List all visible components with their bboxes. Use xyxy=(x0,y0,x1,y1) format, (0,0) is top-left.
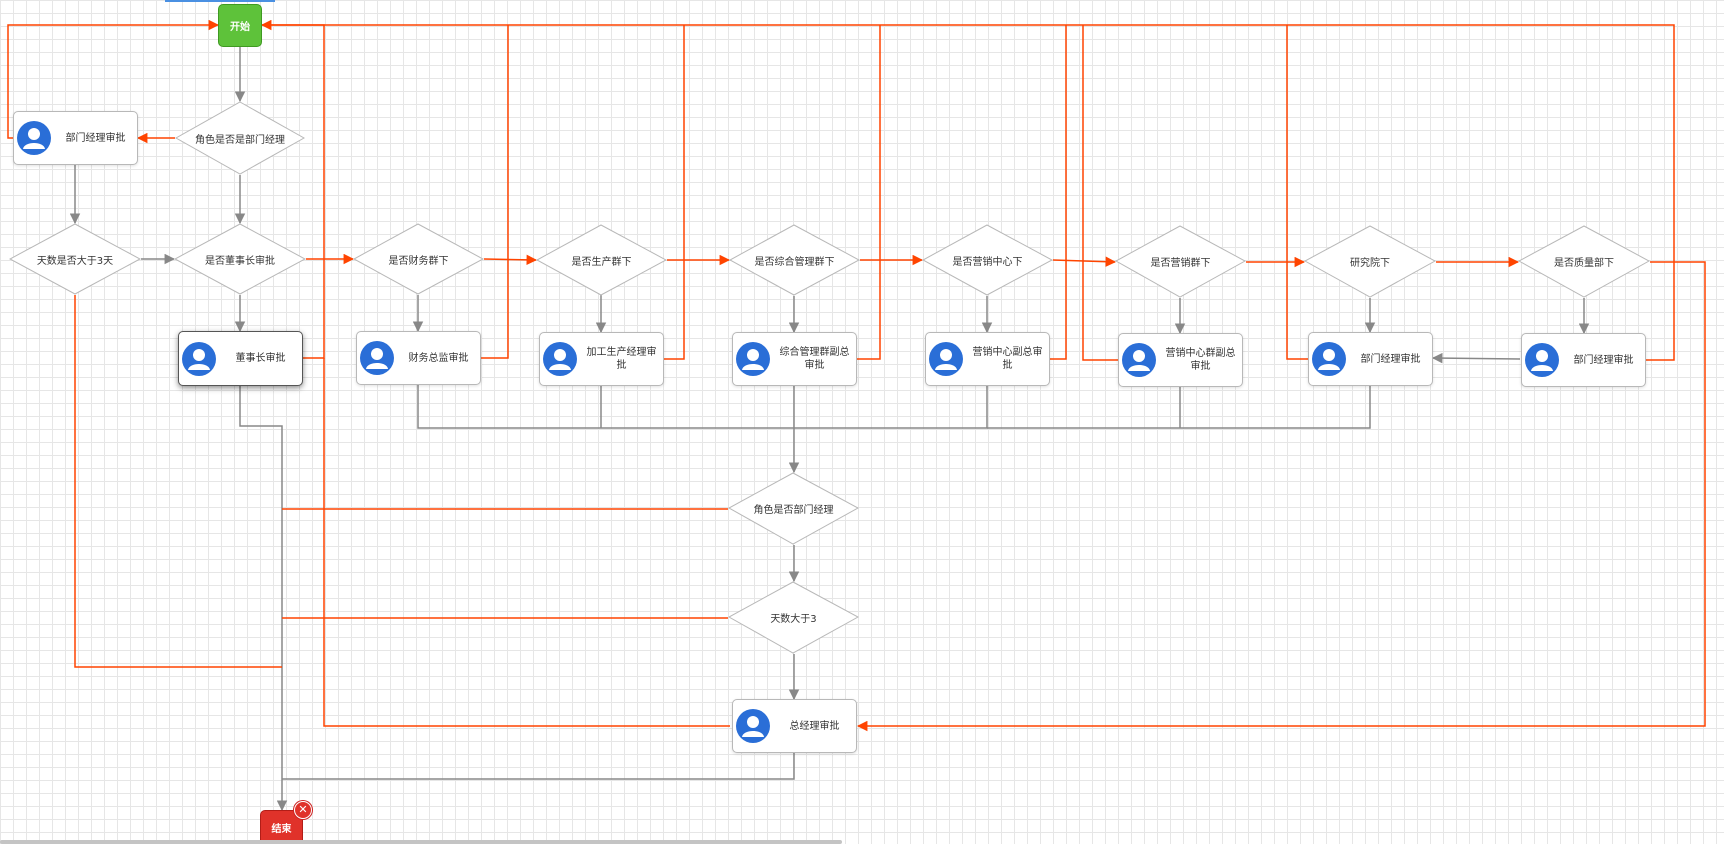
diamond-shape xyxy=(174,223,306,295)
gateway-label: 是否生产群下 xyxy=(571,256,632,268)
edge-cfo-back-to-start[interactable] xyxy=(481,25,509,359)
task-label: 部门经理审批 xyxy=(1360,353,1421,365)
gateway-days-gt3-top[interactable]: 天数是否大于3天 xyxy=(9,223,141,295)
gateway-is-rd[interactable]: 研究院下 xyxy=(1304,225,1436,298)
user-avatar-icon xyxy=(1122,343,1156,377)
end-label: 结束 xyxy=(271,823,292,835)
gateway-label: 是否质量部下 xyxy=(1554,258,1614,269)
reject-edges xyxy=(7,19,1706,732)
edge-marketing-back-to-start[interactable] xyxy=(1082,25,1118,361)
edge-dept-mgr-back-to-start[interactable] xyxy=(7,19,220,139)
edge-production-back-to-start[interactable] xyxy=(664,25,685,360)
user-avatar-icon xyxy=(182,341,216,376)
diamond-shape xyxy=(536,224,667,296)
gateway-label: 研究院下 xyxy=(1350,258,1390,269)
start-label: 开始 xyxy=(230,22,250,33)
diamond-shape xyxy=(729,224,860,296)
edge-is-finance-to-is-production[interactable] xyxy=(483,254,538,266)
edge-cfo-merge[interactable] xyxy=(417,385,794,429)
diamond-shape xyxy=(728,472,859,545)
edge-qa-to-rd[interactable] xyxy=(1431,352,1521,364)
edge-gm-to-end[interactable] xyxy=(282,753,795,780)
task-dept-mgr-rd[interactable]: 部门经理审批 xyxy=(1308,332,1433,386)
horizontal-scrollbar[interactable] xyxy=(0,840,842,844)
task-label: 加工生产经理审批 xyxy=(586,347,657,371)
gateway-days-gt3-mid[interactable]: 天数大于3 xyxy=(728,581,859,654)
user-avatar-icon xyxy=(17,121,51,155)
edge-is-mc-to-is-marketing[interactable] xyxy=(1052,256,1117,267)
diamond-shape xyxy=(1518,225,1650,298)
task-marketing-center[interactable]: 营销中心副总审批 xyxy=(925,332,1050,386)
diamond-shape xyxy=(728,581,859,654)
edge-rd-merge[interactable] xyxy=(987,386,1371,429)
gateway-is-marketing[interactable]: 是否营销群下 xyxy=(1115,225,1246,298)
diamond-shape xyxy=(922,224,1053,296)
edge-is-qa-to-gm[interactable] xyxy=(856,261,1706,732)
task-label: 综合管理群副总审批 xyxy=(779,347,850,371)
edge-chairman-to-end[interactable] xyxy=(239,386,288,812)
task-label: 董事长审批 xyxy=(235,353,286,364)
gateway-label: 角色是否部门经理 xyxy=(753,505,834,516)
gateway-is-finance[interactable]: 是否财务群下 xyxy=(353,223,484,295)
user-avatar-icon xyxy=(1525,343,1559,377)
gateway-is-dept-mgr-mid[interactable]: 角色是否部门经理 xyxy=(728,472,859,545)
edge-chairman-back-to-start[interactable] xyxy=(260,19,325,359)
task-admin-vp[interactable]: 综合管理群副总审批 xyxy=(732,332,857,386)
gateway-label: 是否董事长审批 xyxy=(205,255,275,267)
gateway-label: 是否营销中心下 xyxy=(952,256,1023,268)
edge-admin-vp-back-to-start[interactable] xyxy=(857,25,881,360)
edge-rd-back-to-start[interactable] xyxy=(1286,25,1308,360)
diamond-shape xyxy=(175,101,305,175)
edge-gm-back-to-start[interactable] xyxy=(323,358,730,727)
gateway-label: 是否财务群下 xyxy=(388,255,449,267)
gateway-label: 是否营销群下 xyxy=(1150,258,1211,269)
task-label: 总经理审批 xyxy=(789,720,840,732)
close-circle-icon[interactable]: ✕ xyxy=(294,801,312,819)
user-avatar-icon xyxy=(543,342,577,376)
diamond-shape xyxy=(9,223,141,295)
user-avatar-icon xyxy=(929,342,963,376)
task-dept-mgr-1[interactable]: 部门经理审批 xyxy=(13,111,138,165)
gateway-is-admin[interactable]: 是否综合管理群下 xyxy=(729,224,860,296)
edge-qa-back-to-start[interactable] xyxy=(262,24,1675,361)
gateway-is-production[interactable]: 是否生产群下 xyxy=(536,224,667,296)
task-gm[interactable]: 总经理审批 xyxy=(732,699,857,753)
task-label: 营销中心群副总审批 xyxy=(1165,348,1236,372)
user-avatar-icon xyxy=(736,342,770,376)
gateway-label: 天数是否大于3天 xyxy=(36,255,114,267)
task-marketing-group[interactable]: 营销中心群副总审批 xyxy=(1118,333,1243,387)
user-avatar-icon xyxy=(736,709,770,743)
gateway-label: 天数大于3 xyxy=(770,614,817,625)
task-cfo[interactable]: 财务总监审批 xyxy=(356,331,481,385)
task-label: 营销中心副总审批 xyxy=(972,347,1043,371)
start-node[interactable]: 开始 xyxy=(218,4,262,47)
user-avatar-icon xyxy=(1312,342,1346,376)
diamond-shape xyxy=(1115,225,1246,298)
active-tab-indicator xyxy=(165,0,275,2)
gateway-label: 角色是否是部门经理 xyxy=(195,134,285,146)
gateway-is-qa[interactable]: 是否质量部下 xyxy=(1518,225,1650,298)
gateway-is-dept-mgr-top[interactable]: 角色是否是部门经理 xyxy=(175,101,305,175)
user-avatar-icon xyxy=(360,341,394,375)
task-label: 财务总监审批 xyxy=(408,352,469,364)
gateway-is-chairman-sub[interactable]: 是否董事长审批 xyxy=(174,223,306,295)
task-label: 部门经理审批 xyxy=(1573,354,1634,366)
gateway-label: 是否综合管理群下 xyxy=(754,256,835,268)
edge-mc-back-to-start[interactable] xyxy=(1050,25,1067,360)
diamond-shape xyxy=(353,223,484,295)
task-production[interactable]: 加工生产经理审批 xyxy=(539,332,664,386)
edge-mc-merge[interactable] xyxy=(794,386,988,429)
task-chairman[interactable]: 董事长审批 xyxy=(178,331,303,386)
edge-days-to-end[interactable] xyxy=(74,295,282,668)
task-label: 部门经理审批 xyxy=(65,132,126,144)
diamond-shape xyxy=(1304,225,1436,298)
gateway-is-marketing-center[interactable]: 是否营销中心下 xyxy=(922,224,1053,296)
task-dept-mgr-qa[interactable]: 部门经理审批 xyxy=(1521,333,1646,387)
